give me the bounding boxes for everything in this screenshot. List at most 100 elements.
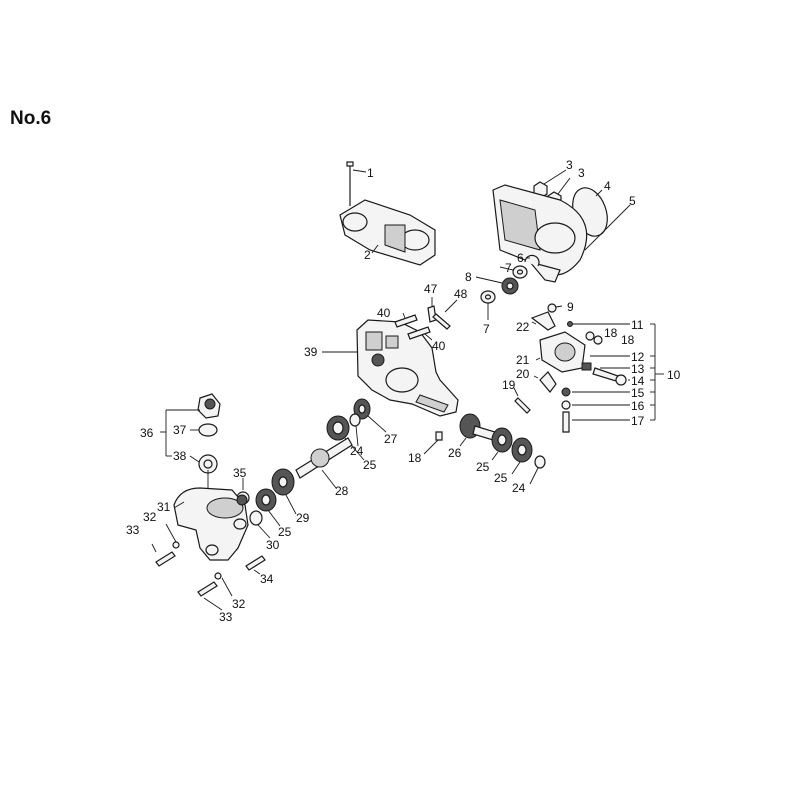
label-16: 16 [631, 399, 645, 413]
label-12: 12 [631, 350, 645, 364]
label-26: 26 [448, 446, 462, 460]
label-9: 9 [567, 300, 574, 314]
label-14: 14 [631, 374, 645, 388]
label-18a: 18 [604, 326, 618, 340]
part-40-pin-b [407, 326, 433, 341]
part-37-cap [197, 393, 221, 419]
part-37-washer [190, 423, 218, 437]
label-11: 11 [631, 318, 644, 332]
label-3b: 3 [578, 166, 585, 180]
part-33-bolt-a [151, 543, 176, 567]
label-7a: 7 [505, 261, 512, 275]
part-27-gear [353, 398, 387, 433]
part-15-washer [561, 387, 571, 397]
bracket-10 [572, 323, 664, 421]
part-22-pipe [530, 311, 556, 331]
label-22: 22 [516, 320, 530, 334]
part-13-screw [592, 367, 627, 386]
label-33b: 33 [219, 610, 233, 624]
part-34-bolt [245, 555, 266, 575]
labels: 1 2 3 3 4 5 6 7 7 8 9 10 11 12 13 14 15 … [126, 158, 681, 624]
label-40a: 40 [377, 306, 391, 320]
label-24a: 24 [350, 444, 364, 458]
part-11-seal [567, 321, 573, 327]
part-17-pin [562, 411, 570, 433]
label-25a: 25 [363, 458, 377, 472]
label-34: 34 [260, 572, 274, 586]
label-37: 37 [173, 423, 187, 437]
bracket-36 [160, 409, 200, 457]
part-24-ring-right [529, 455, 546, 485]
part-5-guard [492, 184, 631, 283]
part-32-washer-a [165, 523, 180, 549]
part-7-washer-b [480, 290, 496, 320]
part-33-bolt-b [197, 581, 223, 611]
label-33a: 33 [126, 523, 140, 537]
part-2-clamp [339, 199, 436, 266]
label-17: 17 [631, 414, 645, 428]
label-28: 28 [335, 484, 349, 498]
label-47: 47 [424, 282, 438, 296]
label-39: 39 [304, 345, 318, 359]
label-4: 4 [604, 179, 611, 193]
part-40-pin-a [394, 312, 418, 328]
label-1: 1 [367, 166, 374, 180]
part-26-gear [459, 413, 496, 447]
label-24b: 24 [512, 481, 526, 495]
label-15: 15 [631, 386, 645, 400]
label-6: 6 [517, 251, 524, 265]
part-30-collar [249, 510, 271, 539]
label-3a: 3 [566, 158, 573, 172]
part-18-screw [423, 431, 443, 455]
label-18b: 18 [621, 333, 635, 347]
part-8-gear [475, 276, 519, 295]
label-18c: 18 [408, 451, 422, 465]
label-31: 31 [157, 500, 171, 514]
part-29-gear [271, 468, 297, 515]
part-1-screw [346, 161, 367, 206]
label-25c: 25 [476, 460, 490, 474]
label-35: 35 [233, 466, 247, 480]
label-7b: 7 [483, 322, 490, 336]
part-28-shaft [295, 437, 353, 489]
label-29: 29 [296, 511, 310, 525]
part-9-fitting [547, 303, 563, 313]
part-39-gear-case [322, 319, 459, 417]
label-30: 30 [266, 538, 280, 552]
part-18-screws-right [585, 331, 603, 345]
label-48: 48 [454, 287, 468, 301]
label-36: 36 [140, 426, 154, 440]
label-5: 5 [629, 194, 636, 208]
part-19-bolt [513, 387, 531, 414]
label-19: 19 [502, 378, 516, 392]
label-38: 38 [173, 449, 187, 463]
part-20-elbow [533, 371, 557, 393]
part-24-ring-left [349, 413, 361, 447]
part-25-bearing-mid [255, 488, 281, 527]
label-20: 20 [516, 367, 530, 381]
part-25-bearing-right-b [511, 437, 533, 475]
label-2: 2 [364, 248, 371, 262]
label-10: 10 [667, 368, 681, 382]
part-16-oring [561, 400, 571, 410]
label-32b: 32 [232, 597, 246, 611]
label-40b: 40 [432, 339, 446, 353]
part-6-clip [524, 254, 540, 267]
part-32-washer-b [214, 572, 233, 597]
part-7-washer-a [499, 265, 528, 279]
diagram-title: No.6 [10, 108, 52, 129]
label-27: 27 [384, 432, 398, 446]
part-12-spring [581, 362, 592, 371]
label-25b: 25 [278, 525, 292, 539]
label-32a: 32 [143, 510, 157, 524]
part-38-ring [189, 454, 218, 474]
part-31-housing [173, 470, 249, 561]
part-48-bolt [432, 299, 458, 330]
label-25d: 25 [494, 471, 508, 485]
label-8: 8 [465, 270, 472, 284]
part-25-bearing-right-a [491, 427, 513, 461]
label-21: 21 [516, 353, 530, 367]
label-13: 13 [631, 362, 645, 376]
part-21-body [535, 331, 586, 373]
